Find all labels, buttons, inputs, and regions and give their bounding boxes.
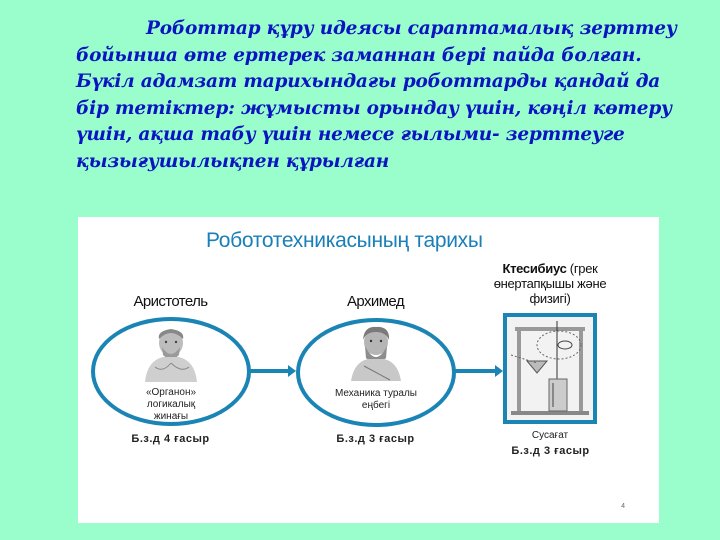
node-ctesibius-era: Б.з.д 3 ғасыр bbox=[511, 445, 590, 457]
node-aristotle-era: Б.з.д 4 ғасыр bbox=[131, 433, 210, 445]
node-archimedes-name: Архимед bbox=[347, 293, 405, 310]
intro-paragraph: Роботтар құру идеясы сараптамалық зертте… bbox=[76, 16, 677, 175]
intro-line: үшін, ақша табу үшін немесе ғылыми- зерт… bbox=[76, 124, 625, 145]
arrow-right-icon bbox=[250, 365, 296, 377]
water-clock-icon bbox=[507, 317, 593, 420]
node-aristotle-name: Аристотель bbox=[133, 293, 208, 310]
arrow-right-icon bbox=[455, 365, 503, 377]
page-number: 4 bbox=[621, 503, 625, 510]
node-ctesibius-description: Сусағат bbox=[531, 430, 569, 441]
intro-line: бір тетіктер: жұмысты орындау үшін, көңі… bbox=[76, 97, 672, 119]
robotics-history-diagram: Робототехникасының тарихы Аристотель «Ор… bbox=[78, 217, 659, 523]
node-archimedes-era: Б.з.д 3 ғасыр bbox=[336, 433, 415, 445]
water-clock-image bbox=[503, 313, 597, 424]
intro-line: бойынша өте ертерек заманнан бері пайда … bbox=[76, 44, 642, 66]
intro-line: Бүкіл адамзат тарихындағы роботтарды қан… bbox=[76, 71, 661, 92]
node-aristotle-description: «Органон» логикалық жинағы bbox=[145, 387, 197, 422]
archimedes-bust-icon bbox=[351, 326, 401, 381]
intro-line: қызығушылықпен құрылған bbox=[76, 150, 390, 172]
node-archimedes-ellipse: Механика туралы еңбегі bbox=[296, 318, 456, 427]
node-archimedes-description: Механика туралы еңбегі bbox=[334, 388, 417, 411]
node-aristotle-ellipse: «Органон» логикалық жинағы bbox=[91, 317, 251, 426]
node-ctesibius-name: Ктесибиус (грек өнертапқышы және физигі) bbox=[493, 261, 607, 306]
diagram-title-text: Робототехникасының тарихы bbox=[206, 229, 483, 252]
aristotle-bust-icon bbox=[145, 329, 197, 382]
intro-line: Роботтар құру идеясы сараптамалық зертте… bbox=[146, 18, 677, 39]
